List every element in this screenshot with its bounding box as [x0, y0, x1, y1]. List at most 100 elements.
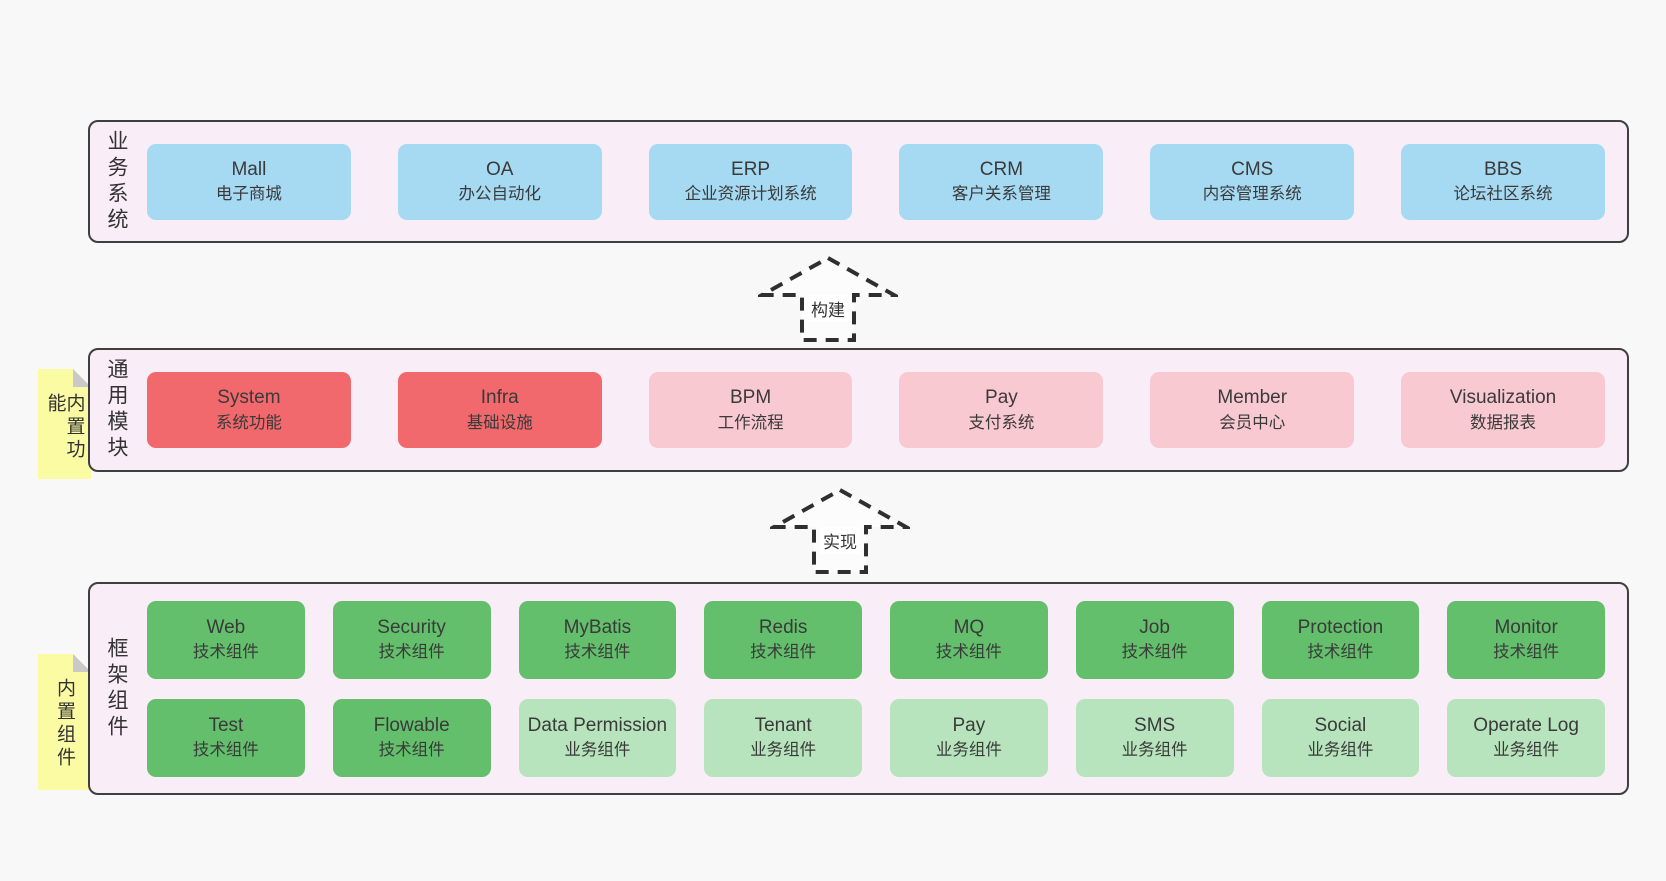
box-title: Web — [206, 616, 246, 638]
box-member: Member 会员中心 — [1150, 372, 1355, 448]
box-subtitle: 工作流程 — [717, 413, 784, 432]
box-subtitle: 技术组件 — [378, 741, 445, 760]
box-title: Redis — [758, 616, 808, 638]
box-subtitle: 论坛社区系统 — [1453, 185, 1553, 204]
box-mq: MQ 技术组件 — [890, 600, 1048, 679]
box-title: Monitor — [1494, 616, 1558, 638]
box-title: Flowable — [373, 714, 450, 736]
box-bbs: BBS 论坛社区系统 — [1401, 143, 1605, 220]
box-title: BPM — [729, 387, 772, 409]
box-title: Operate Log — [1473, 714, 1579, 736]
box-protection: Protection 技术组件 — [1261, 600, 1420, 679]
box-title: Security — [377, 616, 446, 638]
box-subtitle: 电子商城 — [215, 185, 282, 204]
box-title: Pay — [952, 714, 986, 736]
box-visualization: Visualization 数据报表 — [1401, 372, 1605, 448]
box-subtitle: 客户关系管理 — [951, 185, 1051, 204]
box-subtitle: 技术组件 — [750, 643, 817, 662]
box-mall: Mall 电子商城 — [147, 143, 351, 220]
sticky-note-built-in-components: 内置组件 — [38, 654, 91, 790]
box-title: Protection — [1297, 616, 1384, 638]
box-crm: CRM 客户关系管理 — [899, 143, 1104, 220]
box-bpm: BPM 工作流程 — [648, 372, 853, 448]
sticky-note-built-in-features: 内置功能 — [38, 369, 91, 479]
box-subtitle: 技术组件 — [378, 643, 445, 662]
implement-arrow-label: 实现 — [820, 527, 860, 554]
layer-label-common-modules: 通用模块 — [105, 358, 128, 462]
box-social: Social 业务组件 — [1261, 698, 1420, 777]
box-subtitle: 技术组件 — [192, 643, 259, 662]
implement-arrow: 实现 — [770, 487, 910, 575]
layer-business-systems: 业务系统 Mall 电子商城 OA 办公自动化 ERP 企业资源计划系统 CRM… — [88, 120, 1629, 243]
box-title: OA — [486, 158, 514, 180]
box-subtitle: 支付系统 — [968, 413, 1035, 432]
sticky-note-text: 内置功能 — [44, 393, 85, 462]
business-box-row: Mall 电子商城 OA 办公自动化 ERP 企业资源计划系统 CRM 客户关系… — [147, 143, 1605, 220]
box-title: Job — [1139, 616, 1170, 638]
box-title: Mall — [231, 158, 267, 180]
build-arrow-label: 构建 — [808, 295, 848, 322]
box-title: Tenant — [754, 714, 812, 736]
box-subtitle: 技术组件 — [564, 643, 631, 662]
box-title: ERP — [731, 158, 771, 180]
box-title: Test — [208, 714, 244, 736]
box-subtitle: 企业资源计划系统 — [684, 185, 817, 204]
box-mybatis: MyBatis 技术组件 — [518, 600, 677, 679]
box-subtitle: 业务组件 — [1121, 741, 1188, 760]
box-test: Test 技术组件 — [147, 698, 305, 777]
box-title: CMS — [1231, 158, 1274, 180]
box-title: Data Permission — [527, 714, 668, 736]
box-subtitle: 业务组件 — [564, 741, 631, 760]
box-subtitle: 技术组件 — [1307, 643, 1374, 662]
box-title: Infra — [480, 387, 519, 409]
layer-framework-components: 框架组件 Web 技术组件 Security 技术组件 MyBatis 技术组件… — [88, 582, 1629, 795]
box-subtitle: 技术组件 — [192, 741, 259, 760]
box-sms: SMS 业务组件 — [1075, 698, 1234, 777]
box-oa: OA 办公自动化 — [397, 143, 602, 220]
layer-label-business-systems: 业务系统 — [105, 129, 128, 234]
box-web: Web 技术组件 — [147, 600, 305, 679]
box-title: MyBatis — [563, 616, 632, 638]
box-title: Social — [1314, 714, 1367, 736]
build-arrow: 构建 — [758, 255, 898, 343]
box-operate-log: Operate Log 业务组件 — [1447, 698, 1605, 777]
box-title: System — [217, 387, 281, 409]
box-redis: Redis 技术组件 — [704, 600, 862, 679]
components-box-area: Web 技术组件 Security 技术组件 MyBatis 技术组件 Redi… — [133, 600, 1627, 777]
box-title: BBS — [1484, 158, 1523, 180]
components-row-1: Web 技术组件 Security 技术组件 MyBatis 技术组件 Redi… — [147, 600, 1605, 679]
box-title: CRM — [979, 158, 1024, 180]
box-system: System 系统功能 — [147, 372, 351, 448]
box-subtitle: 办公自动化 — [458, 185, 541, 204]
box-erp: ERP 企业资源计划系统 — [648, 143, 853, 220]
layer-common-modules: 通用模块 System 系统功能 Infra 基础设施 BPM 工作流程 Pay… — [88, 348, 1629, 472]
box-infra: Infra 基础设施 — [397, 372, 602, 448]
modules-box-area: System 系统功能 Infra 基础设施 BPM 工作流程 Pay 支付系统… — [133, 372, 1627, 448]
modules-box-row: System 系统功能 Infra 基础设施 BPM 工作流程 Pay 支付系统… — [147, 372, 1605, 448]
box-subtitle: 技术组件 — [1493, 643, 1560, 662]
box-title: MQ — [953, 616, 985, 638]
box-subtitle: 技术组件 — [935, 643, 1002, 662]
box-tenant: Tenant 业务组件 — [704, 698, 862, 777]
box-monitor: Monitor 技术组件 — [1447, 600, 1605, 679]
box-title: Member — [1217, 387, 1288, 409]
box-flowable: Flowable 技术组件 — [332, 698, 491, 777]
box-title: Visualization — [1449, 387, 1557, 409]
box-data-permission: Data Permission 业务组件 — [518, 698, 677, 777]
box-subtitle: 技术组件 — [1121, 643, 1188, 662]
box-security: Security 技术组件 — [332, 600, 491, 679]
sticky-note-text: 内置组件 — [54, 678, 75, 770]
box-subtitle: 业务组件 — [935, 741, 1002, 760]
box-subtitle: 内容管理系统 — [1202, 185, 1302, 204]
box-subtitle: 基础设施 — [466, 413, 533, 432]
box-subtitle: 数据报表 — [1470, 413, 1537, 432]
box-subtitle: 业务组件 — [750, 741, 817, 760]
box-title: Pay — [985, 387, 1018, 409]
box-subtitle: 业务组件 — [1493, 741, 1560, 760]
box-cms: CMS 内容管理系统 — [1150, 143, 1355, 220]
box-subtitle: 系统功能 — [215, 413, 282, 432]
box-subtitle: 业务组件 — [1307, 741, 1374, 760]
components-row-2: Test 技术组件 Flowable 技术组件 Data Permission … — [147, 698, 1605, 777]
box-subtitle: 会员中心 — [1219, 413, 1286, 432]
